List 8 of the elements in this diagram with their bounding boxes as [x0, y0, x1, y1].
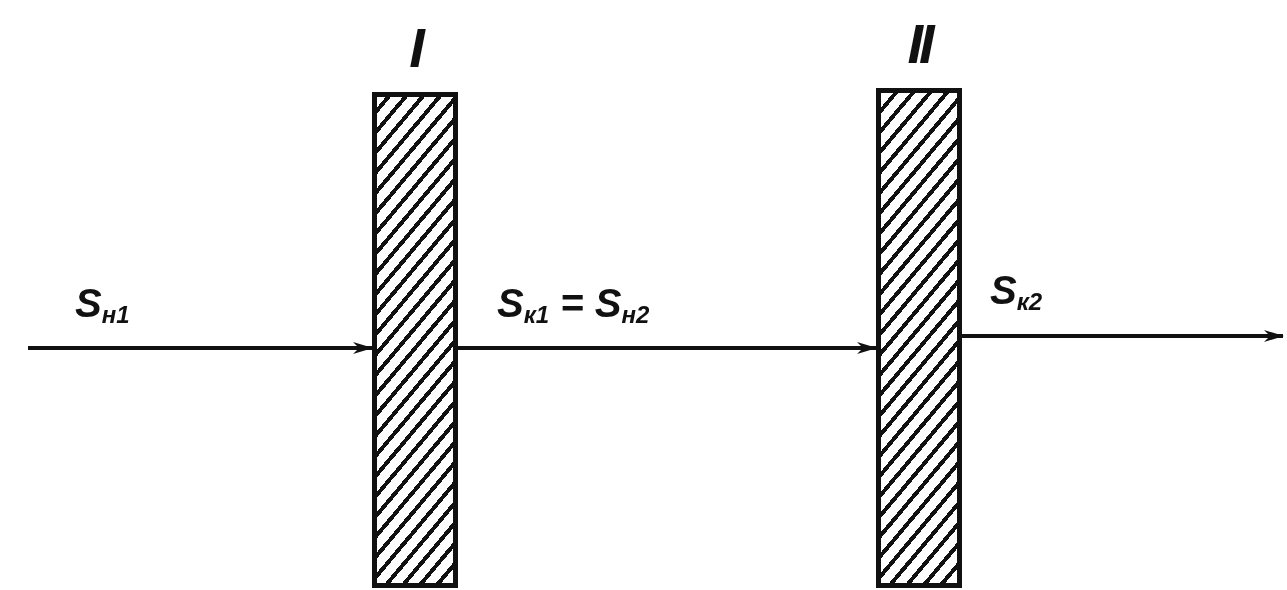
arrow: [28, 342, 373, 354]
arrow: [962, 330, 1284, 342]
arrow: [458, 342, 877, 354]
edge-label: S$_{к2}$: [990, 270, 1043, 314]
plate-label: II: [907, 11, 931, 76]
edge-label: S$_{к1}$ = S$_{н2}$: [497, 283, 650, 327]
plate-label: I: [409, 15, 421, 80]
edge-label: S$_{н1}$: [75, 283, 130, 327]
